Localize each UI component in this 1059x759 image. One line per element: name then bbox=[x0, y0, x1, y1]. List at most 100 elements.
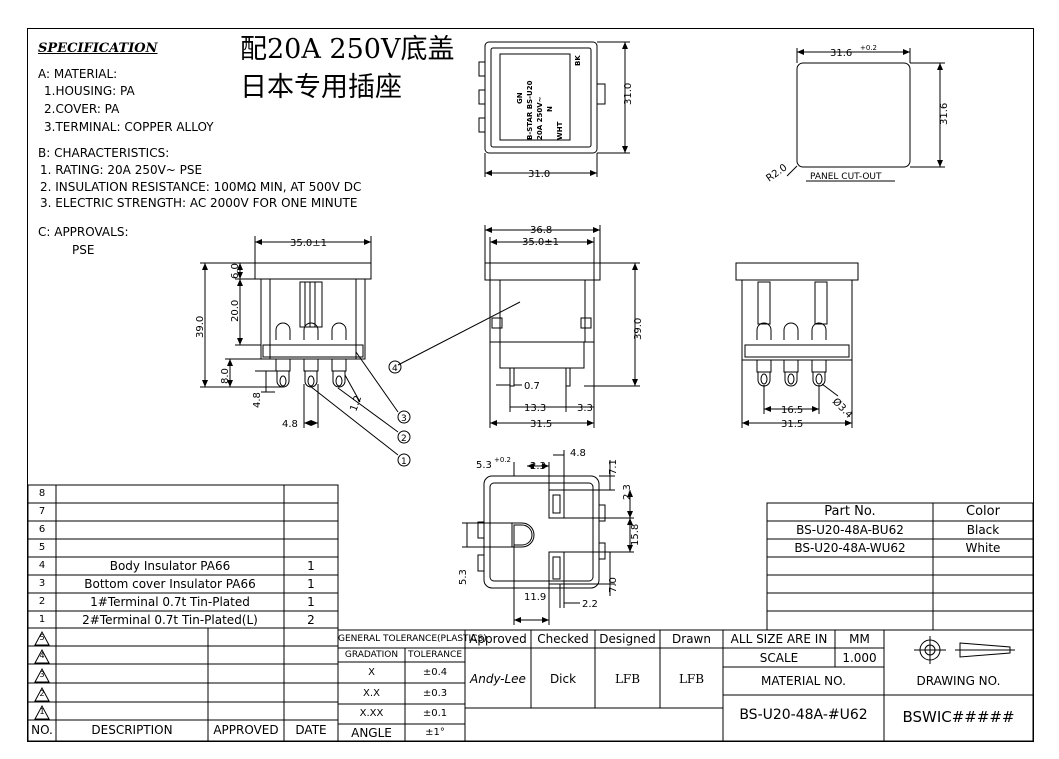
parts-row-2-part: BS-U20-48A-WU62 bbox=[794, 541, 906, 555]
dim-cutout-radius: R2.0 bbox=[764, 162, 789, 184]
bom-no-1: 1 bbox=[38, 614, 46, 625]
bom-qty-3: 1 bbox=[307, 577, 315, 591]
dim-right-315: 31.5 bbox=[781, 419, 803, 430]
tolerance-g-2: X.X bbox=[363, 688, 380, 699]
dim-right-165: 16.5 bbox=[781, 405, 803, 416]
approvals-header: C: APPROVALS: bbox=[38, 225, 129, 239]
signoff-approved-value: Andy-Lee bbox=[470, 672, 526, 686]
rev-header-approved: APPROVED bbox=[213, 723, 279, 737]
spec-title: SPECIFICATION bbox=[38, 41, 158, 56]
rev-header-description: DESCRIPTION bbox=[91, 723, 173, 737]
signoff-drawn-value: LFB bbox=[678, 672, 705, 686]
material-item-1: 1.HOUSING: PA bbox=[44, 84, 135, 98]
dim-front-w2: 35.0±1 bbox=[522, 237, 559, 248]
dim-front-07: 0.7 bbox=[524, 381, 540, 392]
dim-left-h4: 4.8 bbox=[252, 392, 263, 408]
parts-row-2-color: White bbox=[965, 541, 1001, 555]
tolerance-col-gradation: GRADATION bbox=[344, 650, 399, 660]
dim-bottom-53: 5.3 bbox=[476, 460, 492, 471]
dim-left-h3: 8.0 bbox=[220, 368, 231, 384]
drawing-no-label: DRAWING NO. bbox=[916, 674, 1001, 688]
rev-header-date: DATE bbox=[295, 723, 327, 737]
dim-bottom-22: 2.2 bbox=[582, 599, 598, 610]
bom-no-5: 5 bbox=[38, 542, 46, 553]
dim-cutout-height: 31.6 bbox=[939, 103, 950, 125]
dim-left-pitch: 4.8 bbox=[282, 419, 298, 430]
callout-3: 3 bbox=[401, 414, 407, 424]
dim-bottom-53-tol: +0.2 bbox=[494, 456, 511, 464]
signoff-designed-label: Designed bbox=[599, 632, 656, 646]
tolerance-t-3: ±0.1 bbox=[422, 708, 448, 719]
product-label-gn: GN bbox=[516, 92, 524, 104]
dim-front-33: 3.3 bbox=[577, 403, 593, 414]
material-item-2: 2.COVER: PA bbox=[44, 102, 120, 116]
dim-front-315: 31.5 bbox=[530, 419, 552, 430]
dim-left-total: 39.0 bbox=[195, 316, 206, 338]
dim-cutout-width: 31.6 bbox=[830, 48, 852, 59]
panel-cutout-label: PANEL CUT-OUT bbox=[810, 172, 882, 182]
top-view bbox=[478, 41, 630, 177]
dim-top-width: 31.0 bbox=[528, 169, 550, 180]
bom-qty-1: 2 bbox=[307, 613, 315, 627]
dim-bottom-71: 7.1 bbox=[608, 459, 619, 475]
bottom-view bbox=[462, 450, 634, 625]
product-label-rating: 20A 250V~ bbox=[536, 96, 544, 140]
tolerance-g-3: X.XX bbox=[359, 708, 384, 719]
dim-bottom-53v: 5.3 bbox=[458, 569, 469, 585]
characteristics-header: B: CHARACTERISTICS: bbox=[38, 146, 170, 160]
material-item-3: 3.TERMINAL: COPPER ALLOY bbox=[44, 120, 214, 134]
cn-title-line1: 配20A 250V底盖 bbox=[240, 34, 455, 65]
parts-row-1-color: Black bbox=[966, 523, 1000, 537]
callout-1: 1 bbox=[401, 457, 407, 467]
material-no-label: MATERIAL NO. bbox=[761, 674, 846, 688]
characteristics-item-1: 1. RATING: 20A 250V~ PSE bbox=[40, 163, 203, 177]
parts-header-part: Part No. bbox=[824, 504, 876, 519]
rev-mark-1: 1 bbox=[39, 707, 45, 716]
dim-left-h2: 20.0 bbox=[230, 300, 241, 322]
signoff-designed-value: LFB bbox=[614, 672, 641, 686]
left-side-view bbox=[200, 236, 411, 467]
bom-desc-3: Bottom cover Insulator PA66 bbox=[84, 577, 256, 591]
product-label-n: N bbox=[546, 106, 554, 112]
dim-bottom-48: 4.8 bbox=[570, 448, 586, 459]
tolerance-title: GENERAL TOLERANCE(PLASTICS) bbox=[338, 634, 487, 644]
callout-2: 2 bbox=[401, 434, 407, 444]
approvals-item-1: PSE bbox=[72, 243, 95, 257]
dim-left-12: 1.2 bbox=[348, 394, 364, 413]
dim-front-133: 13.3 bbox=[524, 403, 546, 414]
material-no-value: BS-U20-48A-#U62 bbox=[739, 707, 868, 723]
bom-no-4: 4 bbox=[38, 560, 46, 571]
dim-bottom-23: 2.3 bbox=[530, 461, 546, 472]
rev-header-no: NO. bbox=[31, 723, 53, 737]
bom-desc-1: 2#Terminal 0.7t Tin-Plated(L) bbox=[82, 613, 258, 627]
signoff-checked-label: Checked bbox=[537, 632, 589, 646]
right-side-view bbox=[735, 262, 859, 428]
signoff-approved-label: Approved bbox=[469, 632, 527, 646]
characteristics-item-2: 2. INSULATION RESISTANCE: 100MΩ MIN, AT … bbox=[40, 180, 362, 194]
panel-cutout-view bbox=[786, 48, 945, 182]
rev-mark-5: 5 bbox=[39, 633, 45, 642]
rev-mark-3: 3 bbox=[39, 670, 45, 679]
dim-left-width: 35.0±1 bbox=[290, 238, 327, 249]
dim-bottom-119: 11.9 bbox=[524, 592, 546, 603]
dim-top-height: 31.0 bbox=[623, 83, 634, 105]
dim-bottom-158: 15.8 bbox=[630, 524, 641, 546]
rev-mark-2: 2 bbox=[39, 689, 45, 698]
revision-triangles bbox=[34, 630, 50, 720]
bom-qty-2: 1 bbox=[307, 595, 315, 609]
bom-no-2: 2 bbox=[38, 596, 46, 607]
dim-bottom-70: 7.0 bbox=[608, 577, 619, 593]
signoff-drawn-label: Drawn bbox=[672, 632, 711, 646]
dim-left-h1: 6.0 bbox=[230, 263, 241, 279]
callout-4: 4 bbox=[392, 364, 398, 374]
dim-front-w1: 36.8 bbox=[530, 225, 552, 236]
tolerance-t-4: ±1° bbox=[425, 727, 445, 738]
front-view bbox=[388, 225, 640, 428]
tolerance-t-1: ±0.4 bbox=[422, 667, 448, 678]
bom-no-6: 6 bbox=[38, 524, 46, 535]
product-label-model: B-STAR BS-U20 bbox=[526, 80, 534, 140]
characteristics-item-3: 3. ELECTRIC STRENGTH: AC 2000V FOR ONE M… bbox=[40, 196, 358, 210]
dim-right-dia: Ø3.4 bbox=[830, 396, 855, 421]
material-header: A: MATERIAL: bbox=[38, 67, 118, 81]
